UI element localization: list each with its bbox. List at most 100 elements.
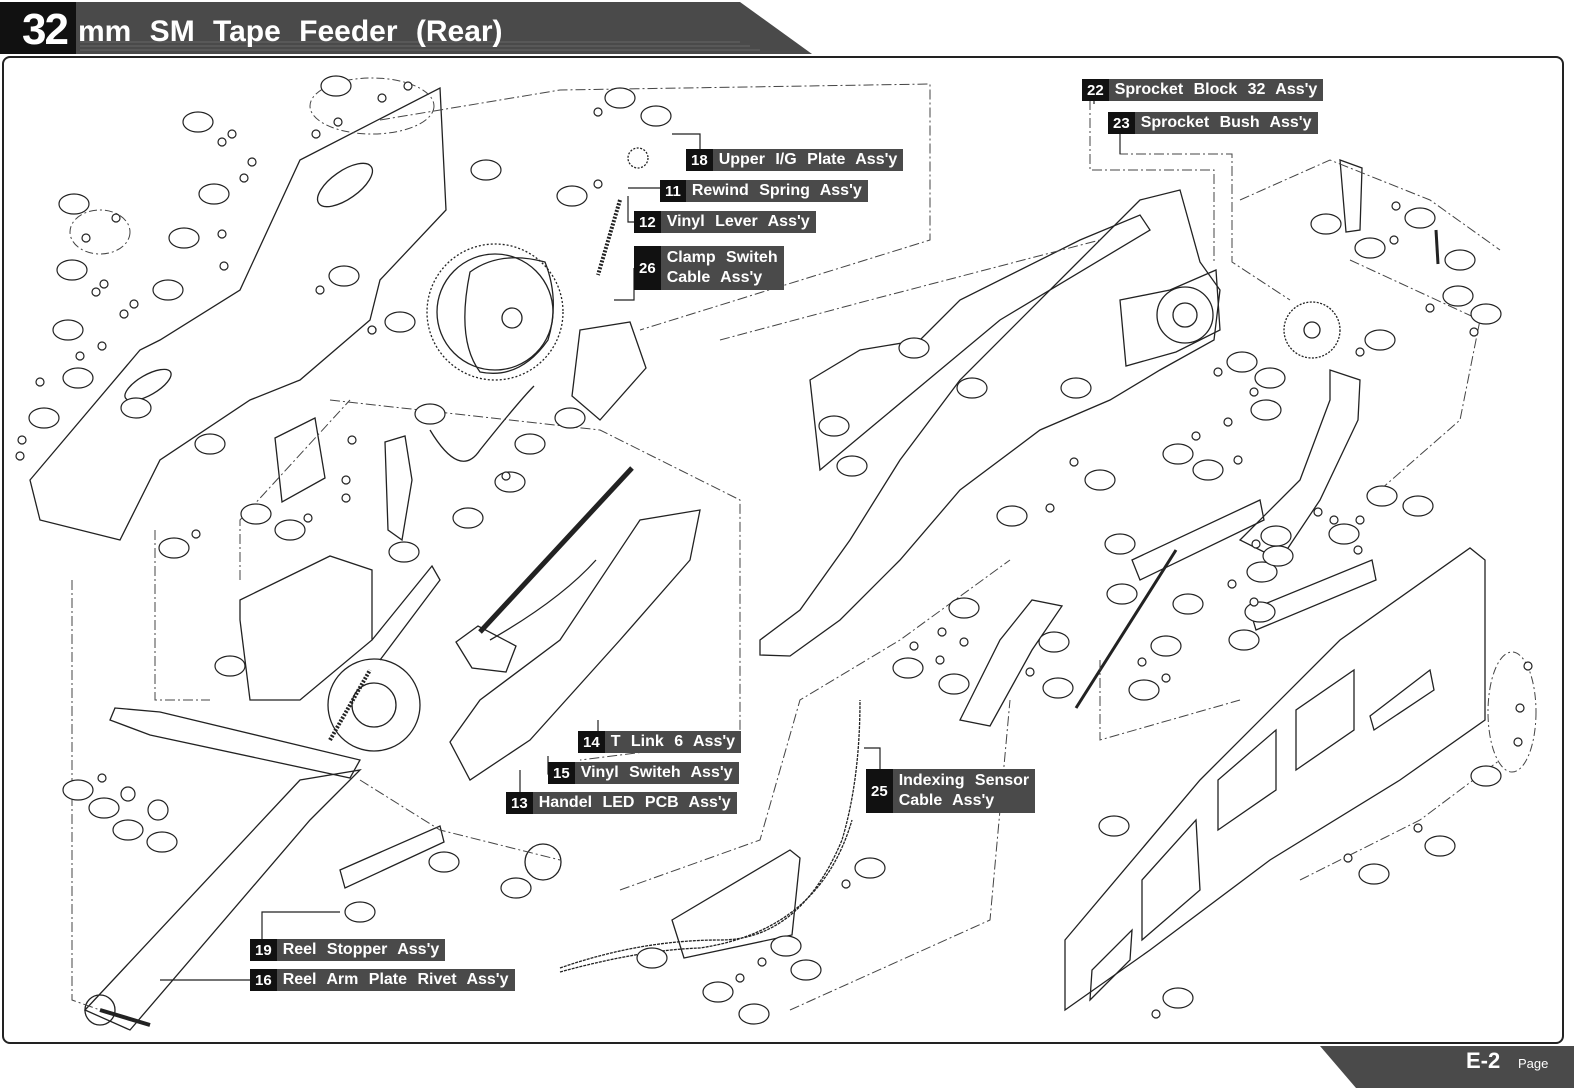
- callout-number: 18: [686, 149, 713, 171]
- part-bubble: [428, 851, 460, 873]
- part-bubble: [328, 265, 360, 287]
- pcb-board: [274, 417, 326, 504]
- part-bubble: [1404, 207, 1436, 229]
- screw: [91, 287, 101, 297]
- callout-label-line2: Cable Ass'y: [666, 269, 763, 286]
- handle-cover: [239, 555, 373, 701]
- part-bubble: [514, 433, 546, 455]
- fastener-group-right: [1487, 651, 1537, 773]
- part-bubble: [1328, 523, 1360, 545]
- part-bubble: [1246, 561, 1278, 583]
- screw: [1413, 823, 1423, 833]
- part-bubble: [898, 337, 930, 359]
- screw: [593, 107, 603, 117]
- callout-number: 11: [660, 180, 686, 202]
- part-bubble: [452, 507, 484, 529]
- screw: [1213, 367, 1223, 377]
- part-bubble: [152, 279, 184, 301]
- part-bubble: [56, 259, 88, 281]
- callout-reel-stopper: 19 Reel Stopper Ass'y: [250, 939, 446, 961]
- part-bubble: [1150, 635, 1182, 657]
- tape-strip: [959, 599, 1064, 727]
- plate-hole: [367, 325, 377, 335]
- callout-clamp-switch-cable: 26 Clamp Switeh Cable Ass'y: [634, 246, 784, 290]
- sensor-cable-2: [559, 819, 853, 973]
- part-bubble: [414, 403, 446, 425]
- screw: [1329, 515, 1339, 525]
- large-gear: [426, 243, 564, 381]
- part-bubble: [818, 415, 850, 437]
- part-bubble: [1364, 329, 1396, 351]
- rail-block: [1131, 499, 1265, 581]
- callout-label: Reel Arm Plate Rivet Ass'y: [282, 971, 509, 988]
- callout-number: 25: [866, 769, 893, 813]
- screw: [129, 299, 139, 309]
- part-bubble: [1424, 835, 1456, 857]
- t-link-rod: [478, 466, 634, 634]
- screw: [35, 377, 45, 387]
- screw: [1355, 347, 1365, 357]
- screw: [1251, 539, 1261, 549]
- screw: [1025, 667, 1035, 677]
- part-bubble: [182, 111, 214, 133]
- sprocket-wheel-hub: [1303, 321, 1321, 339]
- sprocket-bush: [1156, 286, 1214, 344]
- page-tab: [1320, 1046, 1574, 1088]
- callout-label-line1: Clamp Switeh: [666, 249, 778, 266]
- screw: [119, 309, 129, 319]
- part-bubble: [274, 519, 306, 541]
- screw: [909, 641, 919, 651]
- screw: [75, 351, 85, 361]
- screw: [341, 475, 351, 485]
- part-bubble: [1470, 765, 1502, 787]
- screw: [17, 435, 27, 445]
- page-label: Page: [1518, 1056, 1549, 1071]
- frame-window-1: [1089, 928, 1133, 1002]
- frame-window-3: [1217, 728, 1277, 832]
- tape-guide: [1074, 549, 1178, 709]
- part-bubble: [194, 433, 226, 455]
- screw: [1137, 657, 1147, 667]
- vinyl-switch-body: [449, 509, 701, 781]
- screw: [1469, 327, 1479, 337]
- callout-label: Rewind Spring Ass'y: [691, 182, 862, 199]
- part-bubble: [956, 377, 988, 399]
- title-banner: [0, 2, 812, 54]
- callout-upper-ig-plate: 18 Upper I/G Plate Ass'y: [686, 149, 904, 171]
- callout-label: Sprocket Bush Ass'y: [1140, 114, 1312, 131]
- screw: [1045, 503, 1055, 513]
- screw: [1191, 431, 1201, 441]
- part-bubble: [1172, 593, 1204, 615]
- callout-label: Vinyl Switeh Ass'y: [580, 764, 733, 781]
- screw: [341, 493, 351, 503]
- callout-vinyl-lever: 12 Vinyl Lever Ass'y: [634, 211, 816, 233]
- part-bubble: [702, 981, 734, 1003]
- main-frame: [759, 189, 1221, 657]
- part-bubble: [1162, 987, 1194, 1009]
- page-number: E-2: [1466, 1048, 1501, 1073]
- part-bubble: [500, 877, 532, 899]
- screw: [1151, 1009, 1161, 1019]
- callout-label-line2: Cable Ass'y: [898, 792, 995, 809]
- screw: [97, 341, 107, 351]
- part-bubble: [168, 227, 200, 249]
- screw: [1523, 661, 1533, 671]
- part-bubble: [1104, 533, 1136, 555]
- part-bubble: [1084, 469, 1116, 491]
- screw: [1249, 387, 1259, 397]
- screw: [1513, 737, 1523, 747]
- callout-number: 16: [250, 969, 277, 991]
- screw: [217, 229, 227, 239]
- part-bubble: [58, 193, 90, 215]
- switch-cable: [429, 385, 535, 462]
- title-number: 32: [22, 5, 69, 54]
- part-bubble: [738, 1003, 770, 1025]
- frame-slot: [1369, 668, 1435, 732]
- screw: [1515, 703, 1525, 713]
- callout-reel-arm-plate-rivet: 16 Reel Arm Plate Rivet Ass'y: [250, 969, 515, 991]
- screw: [147, 799, 169, 821]
- part-bubble: [214, 655, 246, 677]
- part-bubble: [470, 159, 502, 181]
- part-bubble: [1366, 485, 1398, 507]
